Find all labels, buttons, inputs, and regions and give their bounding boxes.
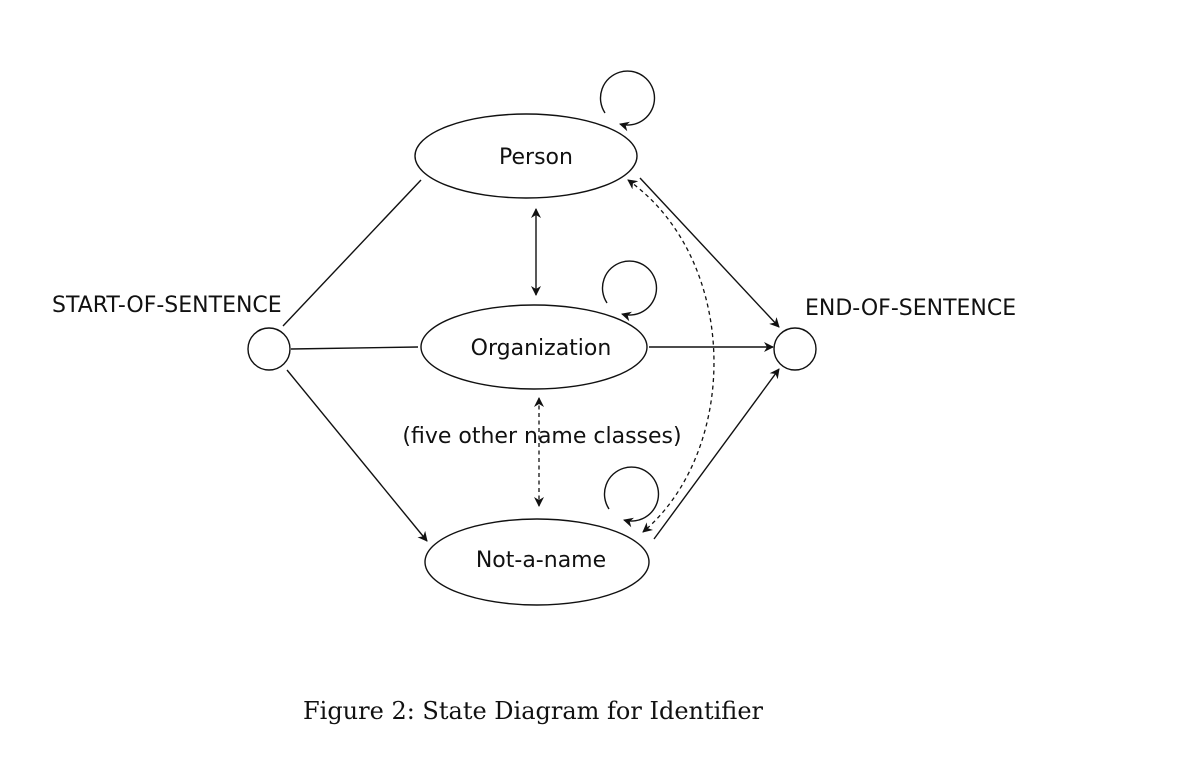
self-loop-not-a-name	[603, 466, 660, 528]
organization-state	[420, 304, 648, 390]
edge-person-to-end	[639, 177, 780, 328]
end-of-sentence-label: END-OF-SENTENCE	[805, 296, 1016, 321]
not-a-name-state	[424, 518, 650, 606]
edge-start-to-person	[282, 179, 422, 327]
end-state	[773, 327, 817, 371]
start-state	[247, 327, 291, 371]
self-loop-person	[599, 70, 656, 132]
edge-start-to-not-a-name	[286, 369, 428, 542]
edge-person-not-a-name-dashed	[627, 179, 715, 533]
figure-caption: Figure 2: State Diagram for Identifier	[303, 697, 764, 725]
other-classes-label: (five other name classes)	[402, 424, 681, 449]
not-a-name-label: Not-a-name	[476, 548, 606, 573]
self-loop-organization	[601, 260, 658, 322]
person-state	[414, 113, 638, 199]
organization-label: Organization	[471, 336, 612, 361]
edge-start-to-organization	[290, 346, 419, 350]
start-of-sentence-label: START-OF-SENTENCE	[52, 293, 282, 318]
edge-not-a-name-to-end	[653, 368, 780, 540]
person-label: Person	[499, 145, 573, 170]
